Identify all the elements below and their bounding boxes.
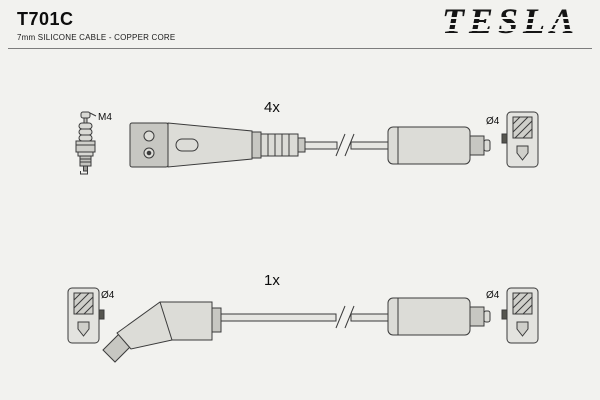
spark-plug-icon (75, 111, 97, 175)
terminal-drawing-bottom-right (501, 287, 539, 344)
product-subtitle: 7mm SILICONE CABLE - COPPER CORE (17, 33, 176, 42)
spark-plug-thread-label: M4 (98, 112, 112, 123)
plug-connector (387, 297, 491, 336)
terminal-pin (516, 145, 529, 161)
terminal-sleeve (512, 116, 533, 139)
plug-connector (387, 126, 491, 165)
diagram-canvas: 4x M4 Ø4 1x Ø4 Ø4 (67, 99, 539, 363)
terminal-drawing-bottom-left (67, 287, 105, 344)
terminal-diameter-label-top-right: Ø4 (486, 116, 500, 127)
tesla-logo-text: TESLA (441, 1, 579, 41)
distributor-connector (129, 122, 306, 168)
cable-break-mark (335, 305, 355, 329)
top-quantity-label: 4x (264, 99, 280, 116)
terminal-diameter-label-bottom-left: Ø4 (101, 290, 115, 301)
terminal-pin (516, 321, 529, 337)
header-divider (8, 48, 592, 49)
angled-boot-connector (102, 301, 222, 363)
cable-line (220, 305, 389, 329)
top-cable-assembly (129, 122, 491, 168)
logo-stripe (438, 23, 584, 25)
part-number: T701C (17, 9, 74, 29)
logo-stripe (438, 29, 584, 31)
terminal-sleeve (73, 292, 94, 315)
bottom-quantity-label: 1x (264, 272, 280, 289)
cable-break-mark (335, 133, 355, 157)
logo-stripe (438, 17, 584, 19)
tesla-brand-logo: TESLA (438, 1, 584, 41)
terminal-sleeve (512, 292, 533, 315)
terminal-pin (77, 321, 90, 337)
terminal-diameter-label-bottom-right: Ø4 (486, 290, 500, 301)
bottom-cable-assembly (102, 297, 491, 363)
cable-line (304, 133, 389, 157)
terminal-drawing-top-right (501, 111, 539, 168)
